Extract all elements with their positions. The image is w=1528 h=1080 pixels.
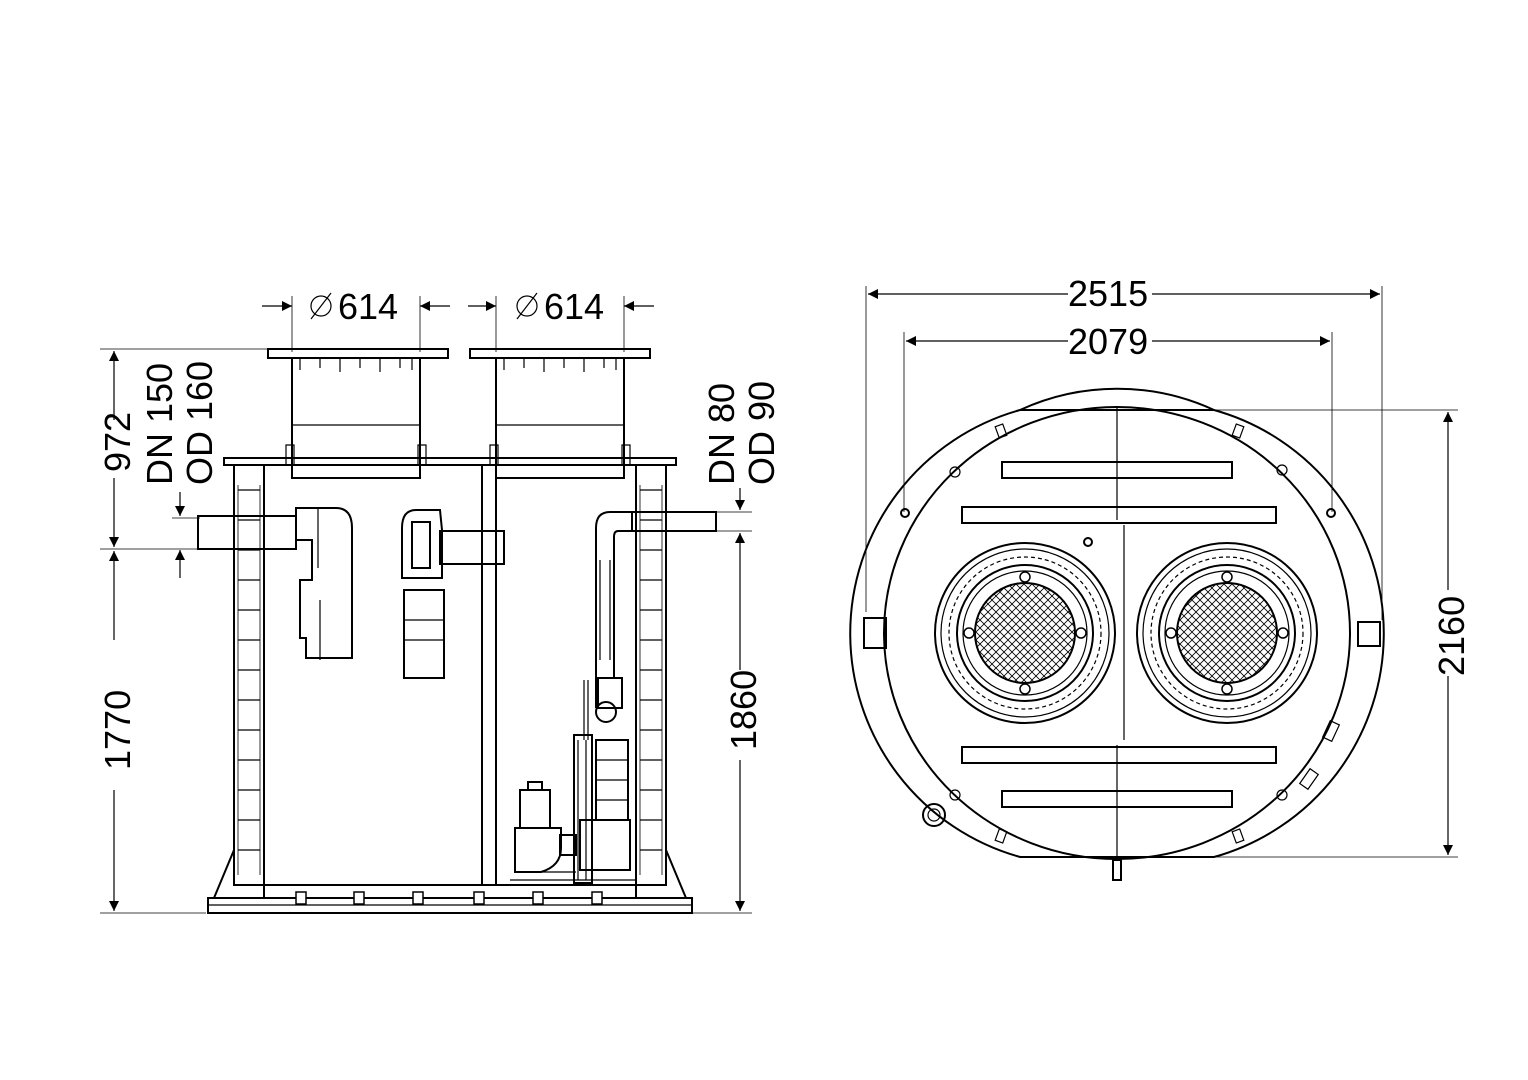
floor-feet — [295, 891, 603, 905]
top-view: 2515 2079 2160 — [849, 273, 1472, 881]
inner-width-label: 2079 — [1068, 321, 1148, 362]
outer-width-label: 2515 — [1068, 273, 1148, 314]
inlet-right-dn: DN 80 — [701, 383, 742, 485]
access-shaft-right — [469, 348, 651, 479]
height-dimension-left: 972 1770 — [97, 348, 270, 914]
wall-ribs-left — [237, 485, 261, 875]
opening-left-dimension: 614 — [262, 286, 450, 352]
opening-right-dimension: 614 — [468, 286, 654, 352]
pressure-pipe — [595, 511, 717, 723]
lower-height-right-label: 1860 — [723, 670, 764, 750]
height-dimension-right: 1860 — [690, 533, 764, 914]
inlet-right-callout: DN 80 OD 90 — [701, 381, 782, 532]
inlet-pipe-left — [197, 507, 353, 660]
submersible-pump — [510, 781, 636, 881]
lower-height-left-label: 1770 — [97, 690, 138, 770]
tank-body — [207, 457, 693, 914]
outline-lugs — [900, 423, 1341, 844]
depth-label: 2160 — [1431, 596, 1472, 676]
inlet-left-callout: DN 150 OD 160 — [139, 361, 220, 578]
inlet-left-dn: DN 150 — [139, 363, 180, 485]
manhole-cover-right — [1136, 542, 1318, 724]
opening-right-label: 614 — [544, 286, 604, 327]
transfer-pipe — [401, 509, 505, 679]
outer-width-dimension: 2515 — [865, 273, 1383, 620]
tank-outline — [849, 387, 1385, 881]
manhole-cover-left — [934, 542, 1116, 724]
inlet-left-od: OD 160 — [179, 361, 220, 485]
depth-dimension: 2160 — [1214, 409, 1472, 858]
inlet-right-od: OD 90 — [741, 381, 782, 485]
side-view: 614 614 972 1770 DN 150 OD 160 — [97, 286, 782, 914]
access-shaft-left — [267, 348, 449, 479]
top-height-label: 972 — [97, 412, 138, 472]
inner-width-dimension: 2079 — [903, 321, 1333, 512]
support-beams — [961, 461, 1277, 808]
opening-left-label: 614 — [338, 286, 398, 327]
wall-ribs-right — [639, 485, 663, 875]
pump-guide-rail — [573, 680, 631, 884]
